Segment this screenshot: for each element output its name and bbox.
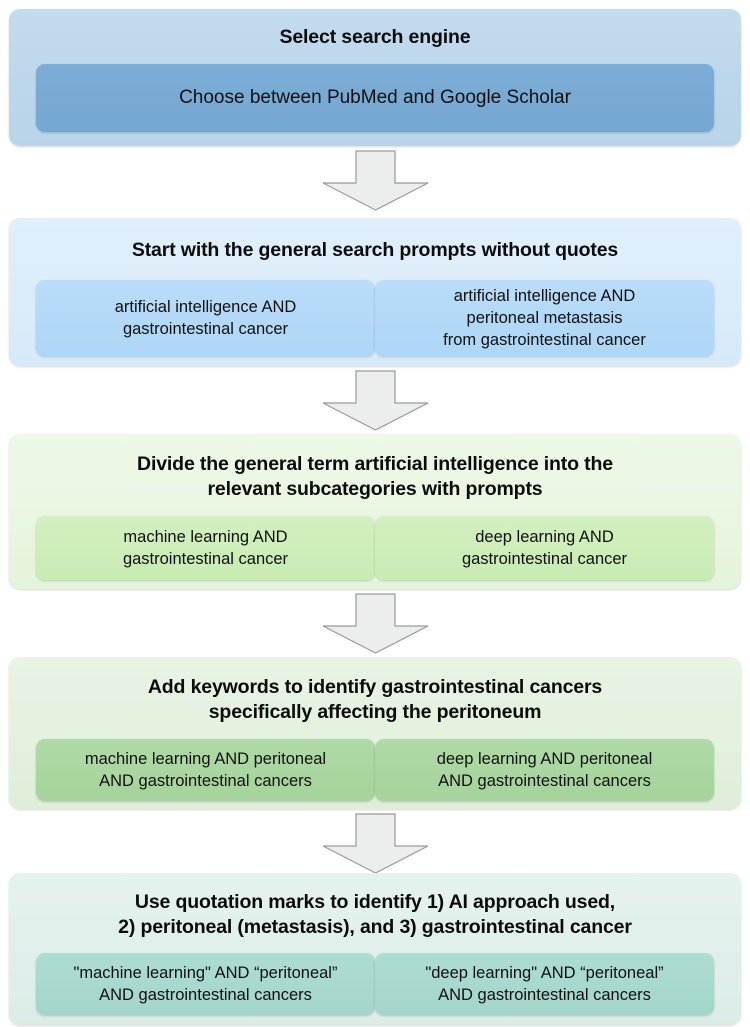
- substage-prompt-machine-learning-gi-cancer[interactable]: machine learning AND gastrointestinal ca…: [36, 516, 375, 580]
- substage-prompt-deep-learning-peritoneal[interactable]: deep learning AND peritoneal AND gastroi…: [375, 739, 714, 801]
- substage-prompt-ai-gi-cancer[interactable]: artificial intelligence AND gastrointest…: [36, 280, 375, 356]
- substage-line-1: "machine learning" AND “peritoneal”: [73, 964, 338, 982]
- substage-line-2: gastrointestinal cancer: [122, 550, 289, 568]
- substage-label: "deep learning" AND “peritoneal” AND gas…: [425, 962, 663, 1006]
- substage-line-2: AND gastrointestinal cancers: [99, 772, 312, 790]
- substage-row: Choose between PubMed and Google Scholar: [9, 64, 741, 132]
- substage-line-1: artificial intelligence AND: [114, 298, 297, 316]
- substage-choose-engine[interactable]: Choose between PubMed and Google Scholar: [36, 64, 714, 132]
- stage-title-line-2: relevant subcategories with prompts: [207, 478, 543, 500]
- substage-row: machine learning AND peritoneal AND gast…: [9, 739, 741, 801]
- flow-stage-select-search-engine: Select search engine Choose between PubM…: [9, 9, 741, 146]
- substage-prompt-quoted-machine-learning[interactable]: "machine learning" AND “peritoneal” AND …: [36, 953, 375, 1015]
- substage-line-2: gastrointestinal cancer: [461, 550, 628, 568]
- substage-label: deep learning AND gastrointestinal cance…: [462, 526, 627, 570]
- substage-label: machine learning AND gastrointestinal ca…: [123, 526, 288, 570]
- down-arrow-icon: [320, 813, 431, 875]
- substage-label: artificial intelligence AND gastrointest…: [115, 296, 297, 340]
- substage-label: machine learning AND peritoneal AND gast…: [85, 748, 326, 792]
- substage-row: machine learning AND gastrointestinal ca…: [9, 516, 741, 580]
- substage-prompt-deep-learning-gi-cancer[interactable]: deep learning AND gastrointestinal cance…: [375, 516, 714, 580]
- substage-label: "machine learning" AND “peritoneal” AND …: [74, 962, 338, 1006]
- substage-line-1: "deep learning" AND “peritoneal”: [425, 964, 664, 982]
- stage-title: Divide the general term artificial intel…: [9, 434, 741, 502]
- down-arrow-icon: [320, 593, 431, 655]
- substage-line-2: AND gastrointestinal cancers: [438, 772, 651, 790]
- flow-stage-use-quotation-marks: Use quotation marks to identify 1) AI ap…: [9, 873, 741, 1025]
- down-arrow-icon: [320, 150, 431, 212]
- substage-label: Choose between PubMed and Google Scholar: [179, 87, 571, 108]
- substage-row: artificial intelligence AND gastrointest…: [9, 280, 741, 356]
- stage-title-line-2: 2) peritoneal (metastasis), and 3) gastr…: [118, 916, 632, 938]
- substage-line-2: peritoneal metastasis: [466, 309, 623, 327]
- stage-title: Select search engine: [279, 26, 471, 48]
- flow-stage-add-peritoneum-keywords: Add keywords to identify gastrointestina…: [9, 657, 741, 809]
- flow-stage-divide-into-subcategories: Divide the general term artificial intel…: [9, 434, 741, 589]
- flow-stage-general-search-prompts: Start with the general search prompts wi…: [9, 218, 741, 366]
- substage-line-1: machine learning AND peritoneal: [84, 750, 327, 768]
- substage-row: "machine learning" AND “peritoneal” AND …: [9, 953, 741, 1015]
- substage-line-1: deep learning AND peritoneal: [436, 750, 653, 768]
- substage-line-2: gastrointestinal cancer: [122, 320, 289, 338]
- substage-line-1: deep learning AND: [475, 528, 614, 546]
- substage-prompt-machine-learning-peritoneal[interactable]: machine learning AND peritoneal AND gast…: [36, 739, 375, 801]
- substage-label: artificial intelligence AND peritoneal m…: [443, 285, 646, 351]
- stage-title: Use quotation marks to identify 1) AI ap…: [9, 873, 741, 940]
- substage-line-1: artificial intelligence AND: [453, 287, 636, 305]
- stage-title-line-1: Use quotation marks to identify 1) AI ap…: [134, 891, 616, 913]
- stage-title-line-1: Add keywords to identify gastrointestina…: [147, 676, 603, 698]
- substage-label: deep learning AND peritoneal AND gastroi…: [437, 748, 653, 792]
- substage-line-1: machine learning AND: [123, 528, 288, 546]
- stage-title: Add keywords to identify gastrointestina…: [9, 657, 741, 725]
- substage-prompt-ai-peritoneal-metastasis[interactable]: artificial intelligence AND peritoneal m…: [375, 280, 714, 356]
- down-arrow-icon: [320, 370, 431, 432]
- stage-title: Start with the general search prompts wi…: [131, 239, 619, 261]
- substage-line-3: from gastrointestinal cancer: [443, 331, 646, 349]
- substage-line-2: AND gastrointestinal cancers: [438, 986, 651, 1004]
- stage-title-line-1: Divide the general term artificial intel…: [137, 453, 613, 475]
- substage-prompt-quoted-deep-learning[interactable]: "deep learning" AND “peritoneal” AND gas…: [375, 953, 714, 1015]
- stage-title-line-2: specifically affecting the peritoneum: [208, 701, 542, 723]
- substage-line-2: AND gastrointestinal cancers: [99, 986, 312, 1004]
